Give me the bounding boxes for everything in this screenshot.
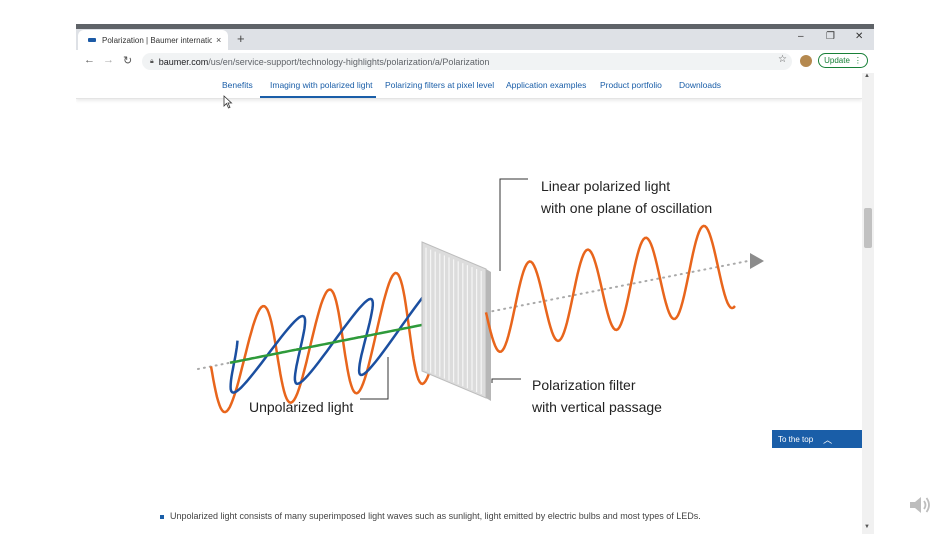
address-bar[interactable]: 🔒︎ baumer.com/us/en/service-support/tech… [142,53,792,70]
subnav-benefits[interactable]: Benefits [222,80,253,90]
bullet-square-icon [160,514,164,519]
polarization-diagram [197,178,764,414]
close-window-button[interactable]: ✕ [855,31,864,42]
scroll-thumb[interactable] [864,208,872,248]
menu-dots-icon: ⋮ [853,56,862,65]
subnav-imaging-with-polarized-light[interactable]: Imaging with polarized light [270,80,373,90]
polarization-filter [421,241,491,401]
update-button[interactable]: Update ⋮ [818,53,868,68]
leader-line-filter [491,378,521,383]
browser-toolbar: ← → ↻ 🔒︎ baumer.com/us/en/service-suppor… [76,50,874,73]
label-linear-polarized-line1: Linear polarized light [541,178,671,194]
subnav-downloads[interactable]: Downloads [679,80,722,90]
label-linear-polarized-line2: with one plane of oscillation [541,200,713,216]
subnav-application-examples[interactable]: Application examples [506,80,587,90]
mouse-pointer-icon [223,95,233,109]
tab-close-icon[interactable]: × [216,35,222,45]
chevron-up-icon: ︿ [823,434,833,445]
restore-button[interactable]: ❐ [826,31,835,42]
site-favicon-icon [88,38,96,42]
subnav-product-portfolio[interactable]: Product portfolio [600,80,662,90]
active-tab-indicator [260,96,376,98]
wave-orange-unpolarized [209,271,432,414]
bookmark-star-icon[interactable]: ☆ [778,54,787,65]
wave-blue-unpolarized [229,280,442,394]
window-top-edge [76,24,874,29]
bullet-item: Unpolarized light consists of many super… [160,511,701,521]
url-host: baumer.com [158,56,209,67]
forward-arrow-icon[interactable]: → [103,54,114,66]
leader-line-unpolarized [360,357,389,400]
axis-arrowhead-icon [750,253,764,269]
label-filter-line2: with vertical passage [532,399,662,415]
subnav-polarizing-filters[interactable]: Polarizing filters at pixel level [385,80,495,90]
bullet-text: Unpolarized light consists of many super… [170,511,701,521]
to-top-label: To the top [778,434,814,444]
scroll-up-arrow-icon[interactable]: ▲ [864,73,870,79]
speaker-icon[interactable] [907,492,933,518]
update-label: Update [824,56,850,65]
wave-orange-polarized [484,224,736,353]
url-path: /us/en/service-support/technology-highli… [208,56,490,67]
minimize-button[interactable]: – [798,31,804,42]
label-filter-line1: Polarization filter [532,377,636,393]
browser-tab[interactable]: Polarization | Baumer internation × [78,30,228,50]
section-nav: Benefits Imaging with polarized light Po… [76,73,862,99]
leader-line-linear [499,178,528,271]
lock-icon: 🔒︎ [150,57,154,65]
tab-title: Polarization | Baumer internation [102,35,212,45]
profile-avatar[interactable] [800,55,812,67]
page-scrollbar[interactable]: ▲ ▼ [862,73,874,534]
reload-icon[interactable]: ↻ [123,55,133,67]
back-arrow-icon[interactable]: ← [84,54,95,66]
new-tab-button[interactable]: + [237,31,245,46]
to-the-top-button[interactable]: To the top ︿ [772,430,864,448]
page-content: Benefits Imaging with polarized light Po… [76,73,874,534]
propagation-axis [197,260,749,370]
scroll-down-arrow-icon[interactable]: ▼ [864,524,870,530]
browser-chrome: Polarization | Baumer internation × + – … [76,29,874,73]
label-unpolarized: Unpolarized light [249,399,354,415]
